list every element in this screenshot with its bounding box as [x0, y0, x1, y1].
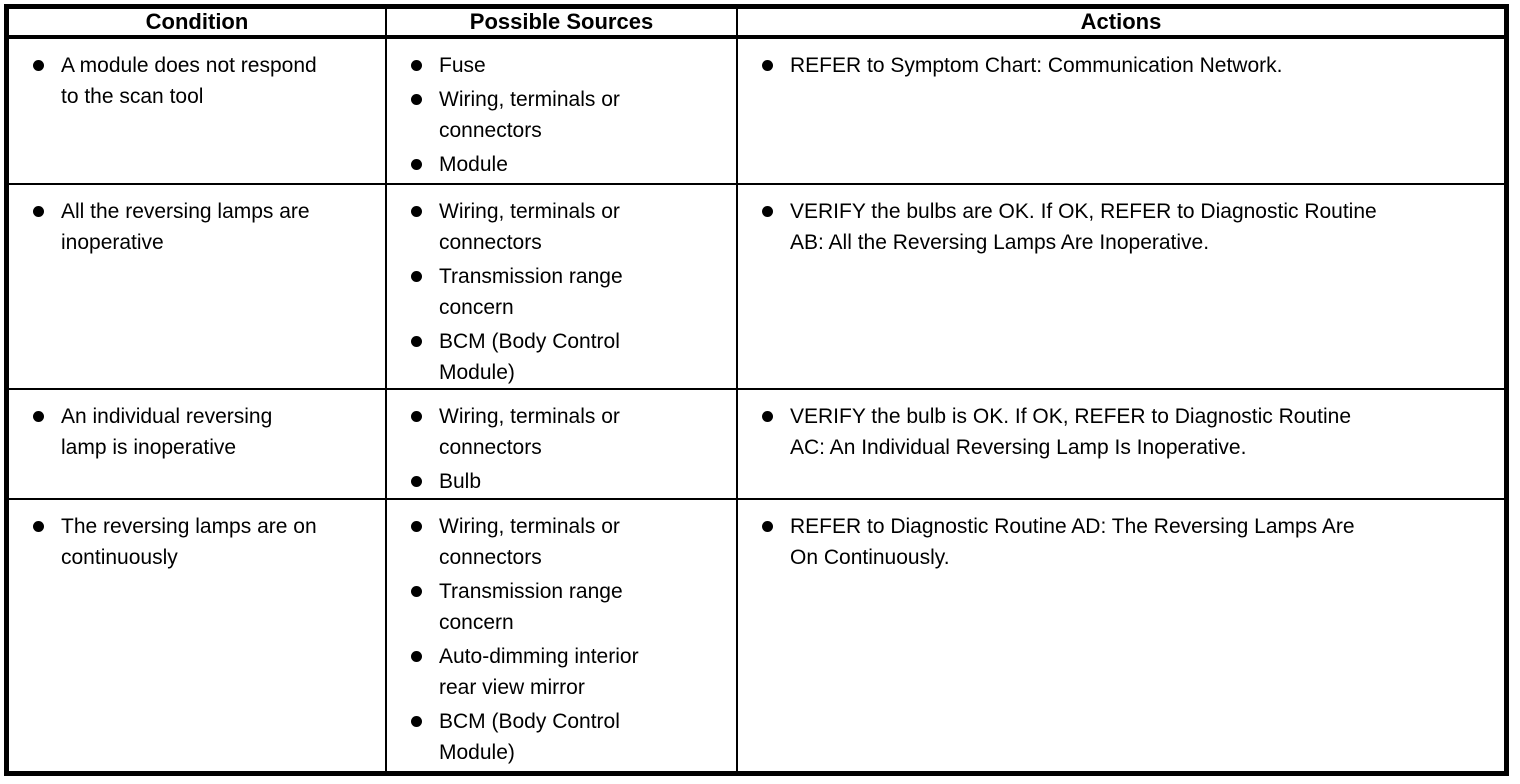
- actions-cell: REFER to Diagnostic Routine AD: The Reve…: [738, 500, 1504, 771]
- list-item: Wiring, terminals or connectors: [411, 196, 724, 258]
- bullet-icon: [411, 271, 422, 282]
- source-text: Module: [439, 153, 508, 176]
- list-item: An individual reversing lamp is inoperat…: [33, 401, 373, 463]
- condition-cell: All the reversing lamps are inoperative: [9, 185, 387, 388]
- column-header-actions: Actions: [1080, 9, 1162, 34]
- bullet-icon: [411, 651, 422, 662]
- bullet-icon: [33, 60, 44, 71]
- list-item: Transmission range concern: [411, 576, 724, 638]
- source-text: Transmission range concern: [439, 265, 623, 319]
- source-text: BCM (Body Control Module): [439, 330, 620, 384]
- bullet-icon: [411, 336, 422, 347]
- source-text: Auto-dimming interior rear view mirror: [439, 645, 639, 699]
- list-item: Wiring, terminals or connectors: [411, 401, 724, 463]
- bullet-icon: [411, 94, 422, 105]
- source-text: BCM (Body Control Module): [439, 710, 620, 764]
- sources-cell: Wiring, terminals or connectors Transmis…: [387, 500, 738, 771]
- list-item: Fuse: [411, 50, 724, 81]
- list-item: VERIFY the bulb is OK. If OK, REFER to D…: [762, 401, 1492, 463]
- condition-text: The reversing lamps are on continuously: [61, 515, 317, 569]
- list-item: REFER to Diagnostic Routine AD: The Reve…: [762, 511, 1492, 573]
- bullet-icon: [411, 159, 422, 170]
- list-item: Wiring, terminals or connectors: [411, 511, 724, 573]
- list-item: Wiring, terminals or connectors: [411, 84, 724, 146]
- source-text: Wiring, terminals or connectors: [439, 200, 620, 254]
- sources-cell: Wiring, terminals or connectors Bulb: [387, 390, 738, 498]
- condition-cell: A module does not respond to the scan to…: [9, 39, 387, 183]
- condition-cell: The reversing lamps are on continuously: [9, 500, 387, 771]
- source-text: Fuse: [439, 54, 486, 77]
- source-text: Transmission range concern: [439, 580, 623, 634]
- list-item: Bulb: [411, 466, 724, 497]
- action-text: VERIFY the bulb is OK. If OK, REFER to D…: [790, 405, 1352, 459]
- action-text: VERIFY the bulbs are OK. If OK, REFER to…: [790, 200, 1377, 254]
- actions-cell: VERIFY the bulb is OK. If OK, REFER to D…: [738, 390, 1504, 498]
- source-text: Bulb: [439, 470, 482, 493]
- list-item: Auto-dimming interior rear view mirror: [411, 641, 724, 703]
- bullet-icon: [411, 586, 422, 597]
- list-item: The reversing lamps are on continuously: [33, 511, 373, 573]
- bullet-icon: [411, 716, 422, 727]
- list-item: Transmission range concern: [411, 261, 724, 323]
- bullet-icon: [762, 411, 773, 422]
- condition-text: All the reversing lamps are inoperative: [61, 200, 310, 254]
- condition-cell: An individual reversing lamp is inoperat…: [9, 390, 387, 498]
- symptom-chart-table: Condition Possible Sources Actions A mod…: [4, 4, 1509, 776]
- list-item: Module: [411, 149, 724, 180]
- list-item: BCM (Body Control Module): [411, 706, 724, 768]
- action-text: REFER to Symptom Chart: Communication Ne…: [790, 54, 1283, 77]
- table-row: A module does not respond to the scan to…: [9, 39, 1504, 185]
- bullet-icon: [411, 411, 422, 422]
- bullet-icon: [411, 60, 422, 71]
- source-text: Wiring, terminals or connectors: [439, 515, 620, 569]
- source-text: Wiring, terminals or connectors: [439, 88, 620, 142]
- bullet-icon: [762, 206, 773, 217]
- table-header-row: Condition Possible Sources Actions: [9, 9, 1504, 39]
- column-header-possible-sources: Possible Sources: [387, 9, 738, 35]
- list-item: BCM (Body Control Module): [411, 326, 724, 388]
- action-text: REFER to Diagnostic Routine AD: The Reve…: [790, 515, 1355, 569]
- bullet-icon: [411, 206, 422, 217]
- sources-cell: Wiring, terminals or connectors Transmis…: [387, 185, 738, 388]
- sources-cell: Fuse Wiring, terminals or connectors Mod…: [387, 39, 738, 183]
- table-row: An individual reversing lamp is inoperat…: [9, 390, 1504, 500]
- bullet-icon: [411, 476, 422, 487]
- bullet-icon: [411, 521, 422, 532]
- condition-text: A module does not respond to the scan to…: [61, 54, 317, 108]
- bullet-icon: [33, 206, 44, 217]
- list-item: REFER to Symptom Chart: Communication Ne…: [762, 50, 1492, 81]
- actions-cell: REFER to Symptom Chart: Communication Ne…: [738, 39, 1504, 183]
- column-header-condition: Condition: [9, 9, 387, 35]
- actions-cell: VERIFY the bulbs are OK. If OK, REFER to…: [738, 185, 1504, 388]
- bullet-icon: [33, 521, 44, 532]
- bullet-icon: [762, 60, 773, 71]
- condition-text: An individual reversing lamp is inoperat…: [61, 405, 273, 459]
- list-item: A module does not respond to the scan to…: [33, 50, 373, 112]
- table-row: The reversing lamps are on continuously …: [9, 500, 1504, 771]
- bullet-icon: [762, 521, 773, 532]
- table-row: All the reversing lamps are inoperative …: [9, 185, 1504, 390]
- list-item: All the reversing lamps are inoperative: [33, 196, 373, 258]
- source-text: Wiring, terminals or connectors: [439, 405, 620, 459]
- bullet-icon: [33, 411, 44, 422]
- list-item: VERIFY the bulbs are OK. If OK, REFER to…: [762, 196, 1492, 258]
